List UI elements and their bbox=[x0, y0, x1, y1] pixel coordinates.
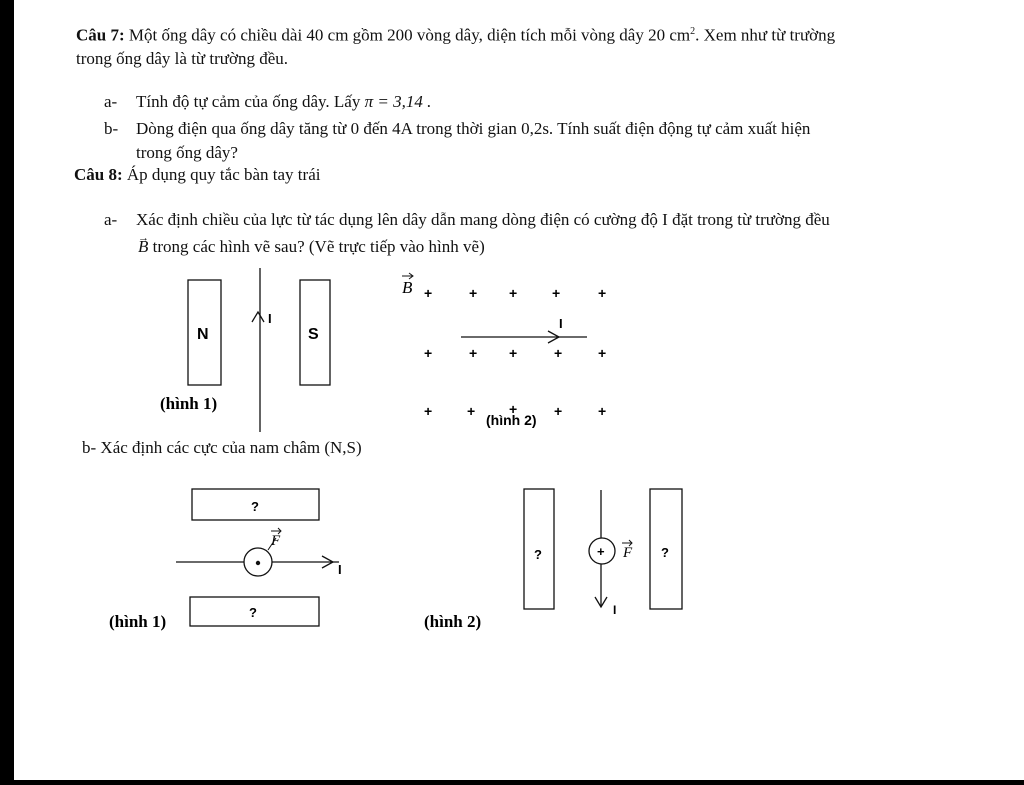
magnet-right-unknown bbox=[649, 488, 683, 610]
question-8-title: Áp dụng quy tắc bàn tay trái bbox=[122, 165, 321, 184]
question-8a-line-2: B → trong các hình vẽ sau? (Vẽ trực tiếp… bbox=[138, 232, 485, 257]
current-label: I bbox=[338, 562, 342, 577]
figure-b2-caption: (hình 2) bbox=[424, 612, 481, 631]
question-7-label: Câu 7: bbox=[76, 25, 125, 45]
plus-mark: + bbox=[597, 544, 605, 559]
question-8-label: Câu 8: bbox=[74, 165, 123, 184]
figure-a1-caption: (hình 1) bbox=[160, 394, 217, 413]
pi-value: π = 3,14 . bbox=[364, 92, 432, 111]
question-7a-text: Tính độ tự cảm của ống dây. Lấy π = 3,14… bbox=[136, 92, 431, 112]
current-arrow-right-icon bbox=[547, 330, 561, 344]
dot-icon bbox=[255, 560, 261, 566]
question-7b-line-2: trong ống dây? bbox=[136, 143, 238, 162]
plus-mark: + bbox=[424, 403, 432, 419]
question-7a-body: Tính độ tự cảm của ống dây. Lấy bbox=[136, 92, 361, 111]
figure-a2: B + + + + + + + + + + + + + + + I (hình … bbox=[402, 272, 606, 428]
vector-arrow-icon bbox=[271, 527, 282, 535]
south-pole-label: S bbox=[308, 326, 319, 343]
figure-a1: N S I (hình 1) bbox=[160, 268, 331, 432]
unknown-pole-label: ? bbox=[251, 499, 259, 514]
plus-mark: + bbox=[598, 345, 606, 361]
current-label: I bbox=[613, 603, 616, 617]
question-7b-marker: b- bbox=[104, 119, 119, 138]
figure-b2: ? ? I + F (hình 2) bbox=[424, 488, 683, 631]
question-8a-marker: a- bbox=[104, 210, 118, 229]
force-direction-line bbox=[267, 537, 277, 551]
plus-mark: + bbox=[598, 403, 606, 419]
current-label: I bbox=[559, 316, 563, 331]
question-8-heading: Câu 8: Áp dụng quy tắc bàn tay trái bbox=[74, 165, 320, 185]
north-pole-label: N bbox=[197, 326, 209, 343]
unknown-pole-label: ? bbox=[661, 545, 669, 560]
current-label: I bbox=[268, 311, 272, 326]
unknown-pole-label: ? bbox=[249, 605, 257, 620]
plus-mark: + bbox=[469, 285, 477, 301]
plus-mark: + bbox=[467, 403, 475, 419]
figure-a2-caption: (hình 2) bbox=[486, 412, 537, 428]
vector-arrow-icon: → bbox=[138, 232, 149, 244]
current-arrow-up-icon bbox=[251, 310, 265, 323]
question-8a-instruction: trong các hình vẽ sau? (Vẽ trực tiếp vào… bbox=[152, 237, 485, 256]
plus-mark: + bbox=[509, 401, 517, 417]
field-vector-b: B → bbox=[138, 232, 149, 257]
question-8a-line-1: Xác định chiều của lực từ tác dụng lên d… bbox=[136, 210, 830, 229]
plus-mark: + bbox=[554, 345, 562, 361]
vector-arrow-icon bbox=[402, 272, 414, 280]
figures-canvas: N S I (hình 1) B + + + + + + + + + + + +… bbox=[160, 268, 606, 432]
plus-mark: + bbox=[552, 285, 560, 301]
question-7-text-end: . Xem như từ trường bbox=[695, 25, 836, 45]
question-7b-line-1: Dòng điện qua ống dây tăng từ 0 đến 4A t… bbox=[136, 119, 811, 138]
force-label: F bbox=[270, 533, 281, 549]
plus-mark: + bbox=[509, 285, 517, 301]
vector-arrow-icon bbox=[622, 539, 633, 547]
figure-b1-caption: (hình 1) bbox=[109, 612, 166, 631]
current-arrow-down-icon bbox=[594, 596, 608, 609]
magnet-top-unknown bbox=[191, 488, 320, 521]
plus-mark: + bbox=[424, 345, 432, 361]
question-7a-marker: a- bbox=[104, 92, 118, 111]
magnet-bottom-unknown bbox=[189, 596, 320, 627]
question-7-line-2: trong ống dây là từ trường đều. bbox=[76, 49, 289, 68]
field-b-label: B bbox=[402, 278, 413, 297]
document-page: Câu 7: Một ống dây có chiều dài 40 cm gồ… bbox=[14, 0, 1024, 780]
plus-mark: + bbox=[424, 285, 432, 301]
current-arrow-right-icon bbox=[321, 555, 335, 569]
force-label: F bbox=[622, 545, 633, 561]
area-unit-exponent: 2 bbox=[690, 26, 696, 37]
magnet-left-unknown bbox=[523, 488, 555, 610]
magnet-north-pole bbox=[187, 279, 222, 386]
unknown-pole-label: ? bbox=[534, 547, 542, 562]
magnet-south-pole bbox=[299, 279, 331, 386]
question-8b-text: b- Xác định các cực của nam châm (N,S) bbox=[82, 438, 362, 457]
plus-mark: + bbox=[598, 285, 606, 301]
plus-mark: + bbox=[554, 403, 562, 419]
question-7-text: Một ống dây có chiều dài 40 cm gồm 200 v… bbox=[124, 25, 691, 45]
plus-mark: + bbox=[509, 345, 517, 361]
plus-mark: + bbox=[469, 345, 477, 361]
field-into-page-symbol bbox=[588, 537, 616, 565]
figures-canvas-b: ? ? I F (hình 1) ? ? I + F bbox=[109, 488, 683, 631]
figure-b1: ? ? I F (hình 1) bbox=[109, 488, 342, 631]
question-7-line-1: Câu 7: Một ống dây có chiều dài 40 cm gồ… bbox=[76, 22, 835, 46]
